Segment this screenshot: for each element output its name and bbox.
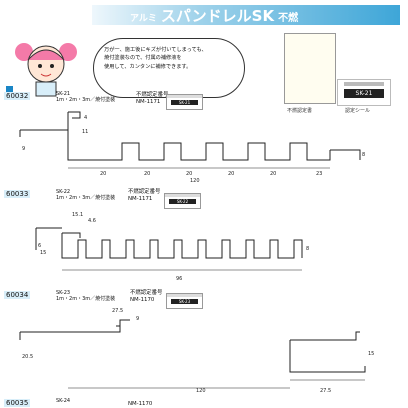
- product-spec: SK-22 1m・2m・3m／焼付塗装: [56, 189, 115, 201]
- cert-number: NM-1171: [136, 98, 161, 105]
- title-banner: [92, 5, 400, 25]
- dim-label: 9: [22, 146, 25, 152]
- cert-info: 不燃認定番号 NM-1171: [128, 189, 160, 202]
- product-name: SK-22: [56, 189, 71, 195]
- cert-number: NM-1170: [128, 401, 153, 407]
- product-name: SK-21: [56, 91, 71, 97]
- bubble-line: 使用して、カンタンに補修できます。: [104, 63, 192, 70]
- profile-sk23: [19, 319, 366, 389]
- cert-mini-label: SK-22: [164, 193, 201, 209]
- product-finish: 1m・2m・3m／焼付塗装: [56, 97, 116, 103]
- dim-label: 120: [190, 178, 200, 184]
- title-suffix: 不燃: [278, 13, 299, 24]
- dim-label: 20: [144, 171, 150, 177]
- product-code: 60034: [4, 291, 31, 299]
- product-name: SK-23: [56, 290, 71, 296]
- cert-number: NM-1171: [128, 195, 153, 202]
- dim-label: 20.5: [22, 354, 33, 360]
- cert-label-image: SK-21: [337, 79, 391, 106]
- dim-label: 23: [316, 171, 322, 177]
- cert-mini-label: SK-23: [166, 293, 203, 309]
- section-marker: [6, 86, 13, 93]
- dim-label: 11: [82, 129, 88, 135]
- cert-mini-label: SK-21: [166, 94, 203, 110]
- dim-label: 15.1: [72, 212, 83, 218]
- product-spec: SK-21 1m・2m・3m／焼付塗装: [56, 91, 115, 103]
- doc-caption: 不燃認定書: [287, 108, 313, 114]
- mascot-illustration: [15, 43, 77, 97]
- cert-number: NM-1170: [130, 296, 155, 303]
- product-code: 60033: [4, 190, 31, 198]
- dim-label: 20: [228, 171, 234, 177]
- dim-label: 27.5: [112, 308, 123, 314]
- dim-label: 8: [306, 246, 309, 252]
- title-prefix: アルミ: [130, 14, 157, 24]
- label-caption: 認定シール: [345, 108, 371, 114]
- dim-label: 15: [368, 351, 374, 357]
- dim-label: 9: [136, 316, 139, 322]
- dim-label: 4.6: [88, 218, 96, 224]
- dim-label: 20: [186, 171, 192, 177]
- page-title: スパンドレルSK: [160, 7, 275, 25]
- product-name: SK-24: [56, 398, 71, 404]
- dim-label: 27.5: [320, 388, 331, 394]
- label-code: SK-21: [344, 89, 384, 98]
- cert-title: 不燃認定番号: [130, 290, 163, 296]
- mini-code: SK-22: [169, 199, 196, 204]
- cert-title: 不燃認定番号: [128, 189, 161, 195]
- product-code: 60035: [4, 399, 31, 407]
- label-strip: [344, 82, 384, 86]
- bubble-text: 万が一、施工後にキズが付いてしまっても、 焼付塗装なので、付属の補修液を 使用し…: [104, 46, 234, 71]
- product-finish: 1m・2m・3m／焼付塗装: [56, 296, 116, 302]
- dim-label: 8: [362, 152, 365, 158]
- profile-sk22: [35, 227, 303, 271]
- bubble-line: 焼付塗装なので、付属の補修液を: [104, 55, 182, 62]
- dim-label: 20: [270, 171, 276, 177]
- cert-info: 不燃認定番号 NM-1170: [130, 290, 162, 303]
- bubble-line: 万が一、施工後にキズが付いてしまっても、: [104, 47, 207, 53]
- dim-label: 15: [40, 250, 46, 256]
- profile-sk21: [19, 111, 361, 169]
- dim-label: 20: [100, 171, 106, 177]
- dim-label: 120: [196, 388, 206, 394]
- product-finish: 1m・2m・3m／焼付塗装: [56, 195, 116, 201]
- dim-label: 4: [84, 115, 87, 121]
- mini-code: SK-21: [171, 100, 198, 105]
- dim-label: 6: [38, 243, 41, 249]
- cert-title: 不燃認定番号: [136, 92, 169, 98]
- product-spec: SK-23 1m・2m・3m／焼付塗装: [56, 290, 115, 302]
- mini-code: SK-23: [171, 299, 198, 304]
- certificate-document-image: [284, 33, 336, 104]
- cert-info: 不燃認定番号 NM-1171: [136, 92, 168, 105]
- dim-label: 96: [176, 276, 182, 282]
- title-text-group: アルミ スパンドレルSK 不燃: [130, 5, 298, 25]
- product-code: 60032: [4, 92, 31, 100]
